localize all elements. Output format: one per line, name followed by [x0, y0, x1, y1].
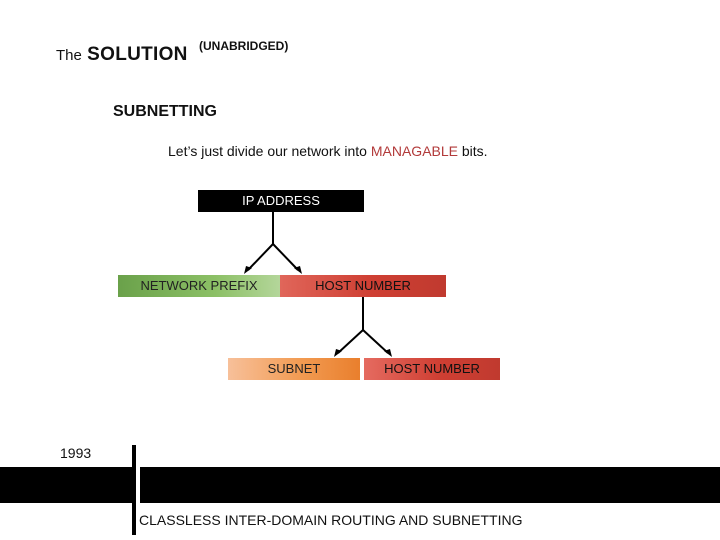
tagline-before: Let’s just divide our network into — [168, 143, 367, 159]
section-heading: SUBNETTING — [113, 103, 217, 120]
timeline-year: 1993 — [60, 445, 92, 461]
host-number-box: HOST NUMBER — [280, 275, 446, 297]
tagline-after: bits. — [461, 143, 488, 159]
title-main: SOLUTION — [87, 44, 188, 65]
timeline-bar — [0, 467, 720, 503]
timeline-marker-gap — [136, 467, 140, 503]
link-to-network-prefix — [247, 243, 274, 271]
link-to-subnet-host-number — [362, 329, 389, 354]
title-prefix: The — [56, 47, 82, 64]
timeline-marker — [132, 445, 136, 535]
arrowhead-subnet-host-number — [384, 349, 392, 357]
link-to-host-number — [272, 243, 299, 271]
timeline-caption: CLASSLESS INTER-DOMAIN ROUTING AND SUBNE… — [139, 512, 523, 528]
arrowhead-network-prefix — [244, 266, 252, 274]
arrowhead-subnet — [334, 349, 342, 357]
ip-address-box: IP ADDRESS — [198, 190, 364, 212]
tagline: Let’s just divide our network into MANAG… — [168, 143, 488, 159]
link-to-subnet — [337, 329, 364, 354]
slide-title: The SOLUTION (UNABRIDGED) — [56, 39, 288, 66]
subnet-host-number-box: HOST NUMBER — [364, 358, 500, 380]
network-prefix-box: NETWORK PREFIX — [118, 275, 280, 297]
arrowhead-host-number — [294, 266, 302, 274]
subnet-box: SUBNET — [228, 358, 360, 380]
tagline-highlight: MANAGABLE — [370, 143, 458, 159]
title-qualifier: (UNABRIDGED) — [199, 39, 289, 53]
